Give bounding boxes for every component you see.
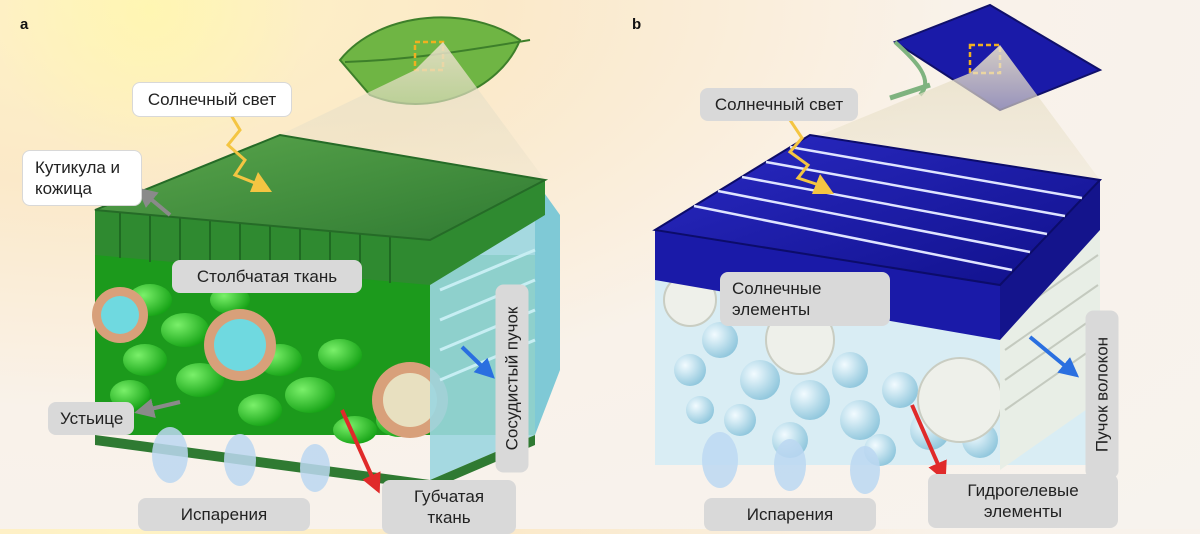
- panel-letter-a: a: [20, 16, 29, 33]
- sunlight-ray-b: [787, 119, 823, 188]
- vascular-bundles: [92, 287, 448, 438]
- sunlight-arrowhead-b: [812, 174, 834, 194]
- fiber-arrow: [1028, 335, 1080, 378]
- cuticle-arrow: [136, 187, 172, 217]
- label-evaporation-b: Испарения: [704, 498, 876, 531]
- label-evaporation-a: Испарения: [138, 498, 310, 531]
- label-fiber-bundle: Пучок волокон: [1085, 310, 1119, 479]
- label-stomata: Устьице: [48, 402, 134, 435]
- label-solar-cells: Солнечные элементы: [720, 272, 890, 326]
- solar-top-surface: [652, 133, 1103, 287]
- stomata-arrow: [134, 398, 181, 419]
- label-hydrogel: Гидрогелевые элементы: [928, 474, 1118, 528]
- spongy-arrow: [340, 409, 381, 494]
- label-vascular: Сосудистый пучок: [495, 284, 529, 473]
- evaporation-wisps-b: [702, 432, 880, 494]
- sunlight-ray-a: [225, 109, 261, 187]
- palisade-layer: [95, 180, 545, 285]
- hydrogel-arrow: [910, 404, 947, 482]
- vascular-side: [535, 180, 560, 435]
- solar-grid-lines: [693, 145, 1083, 272]
- evaporation-wisps-a: [152, 427, 330, 492]
- panel-letter-b: b: [632, 16, 642, 33]
- leaf-diagram: [92, 16, 560, 494]
- sunlight-arrowhead-a: [250, 172, 272, 192]
- vascular-arrow: [460, 345, 495, 379]
- label-sunlight-b: Солнечный свет: [700, 88, 858, 121]
- label-sunlight-a: Солнечный свет: [132, 82, 292, 117]
- label-cuticle: Кутикула и кожица: [22, 150, 142, 206]
- label-spongy: Губчатая ткань: [382, 480, 516, 534]
- zoom-beam-b: [820, 45, 1100, 180]
- leaf-top-surface: [94, 133, 549, 242]
- label-palisade: Столбчатая ткань: [172, 260, 362, 293]
- solar-diagram: [652, 3, 1103, 494]
